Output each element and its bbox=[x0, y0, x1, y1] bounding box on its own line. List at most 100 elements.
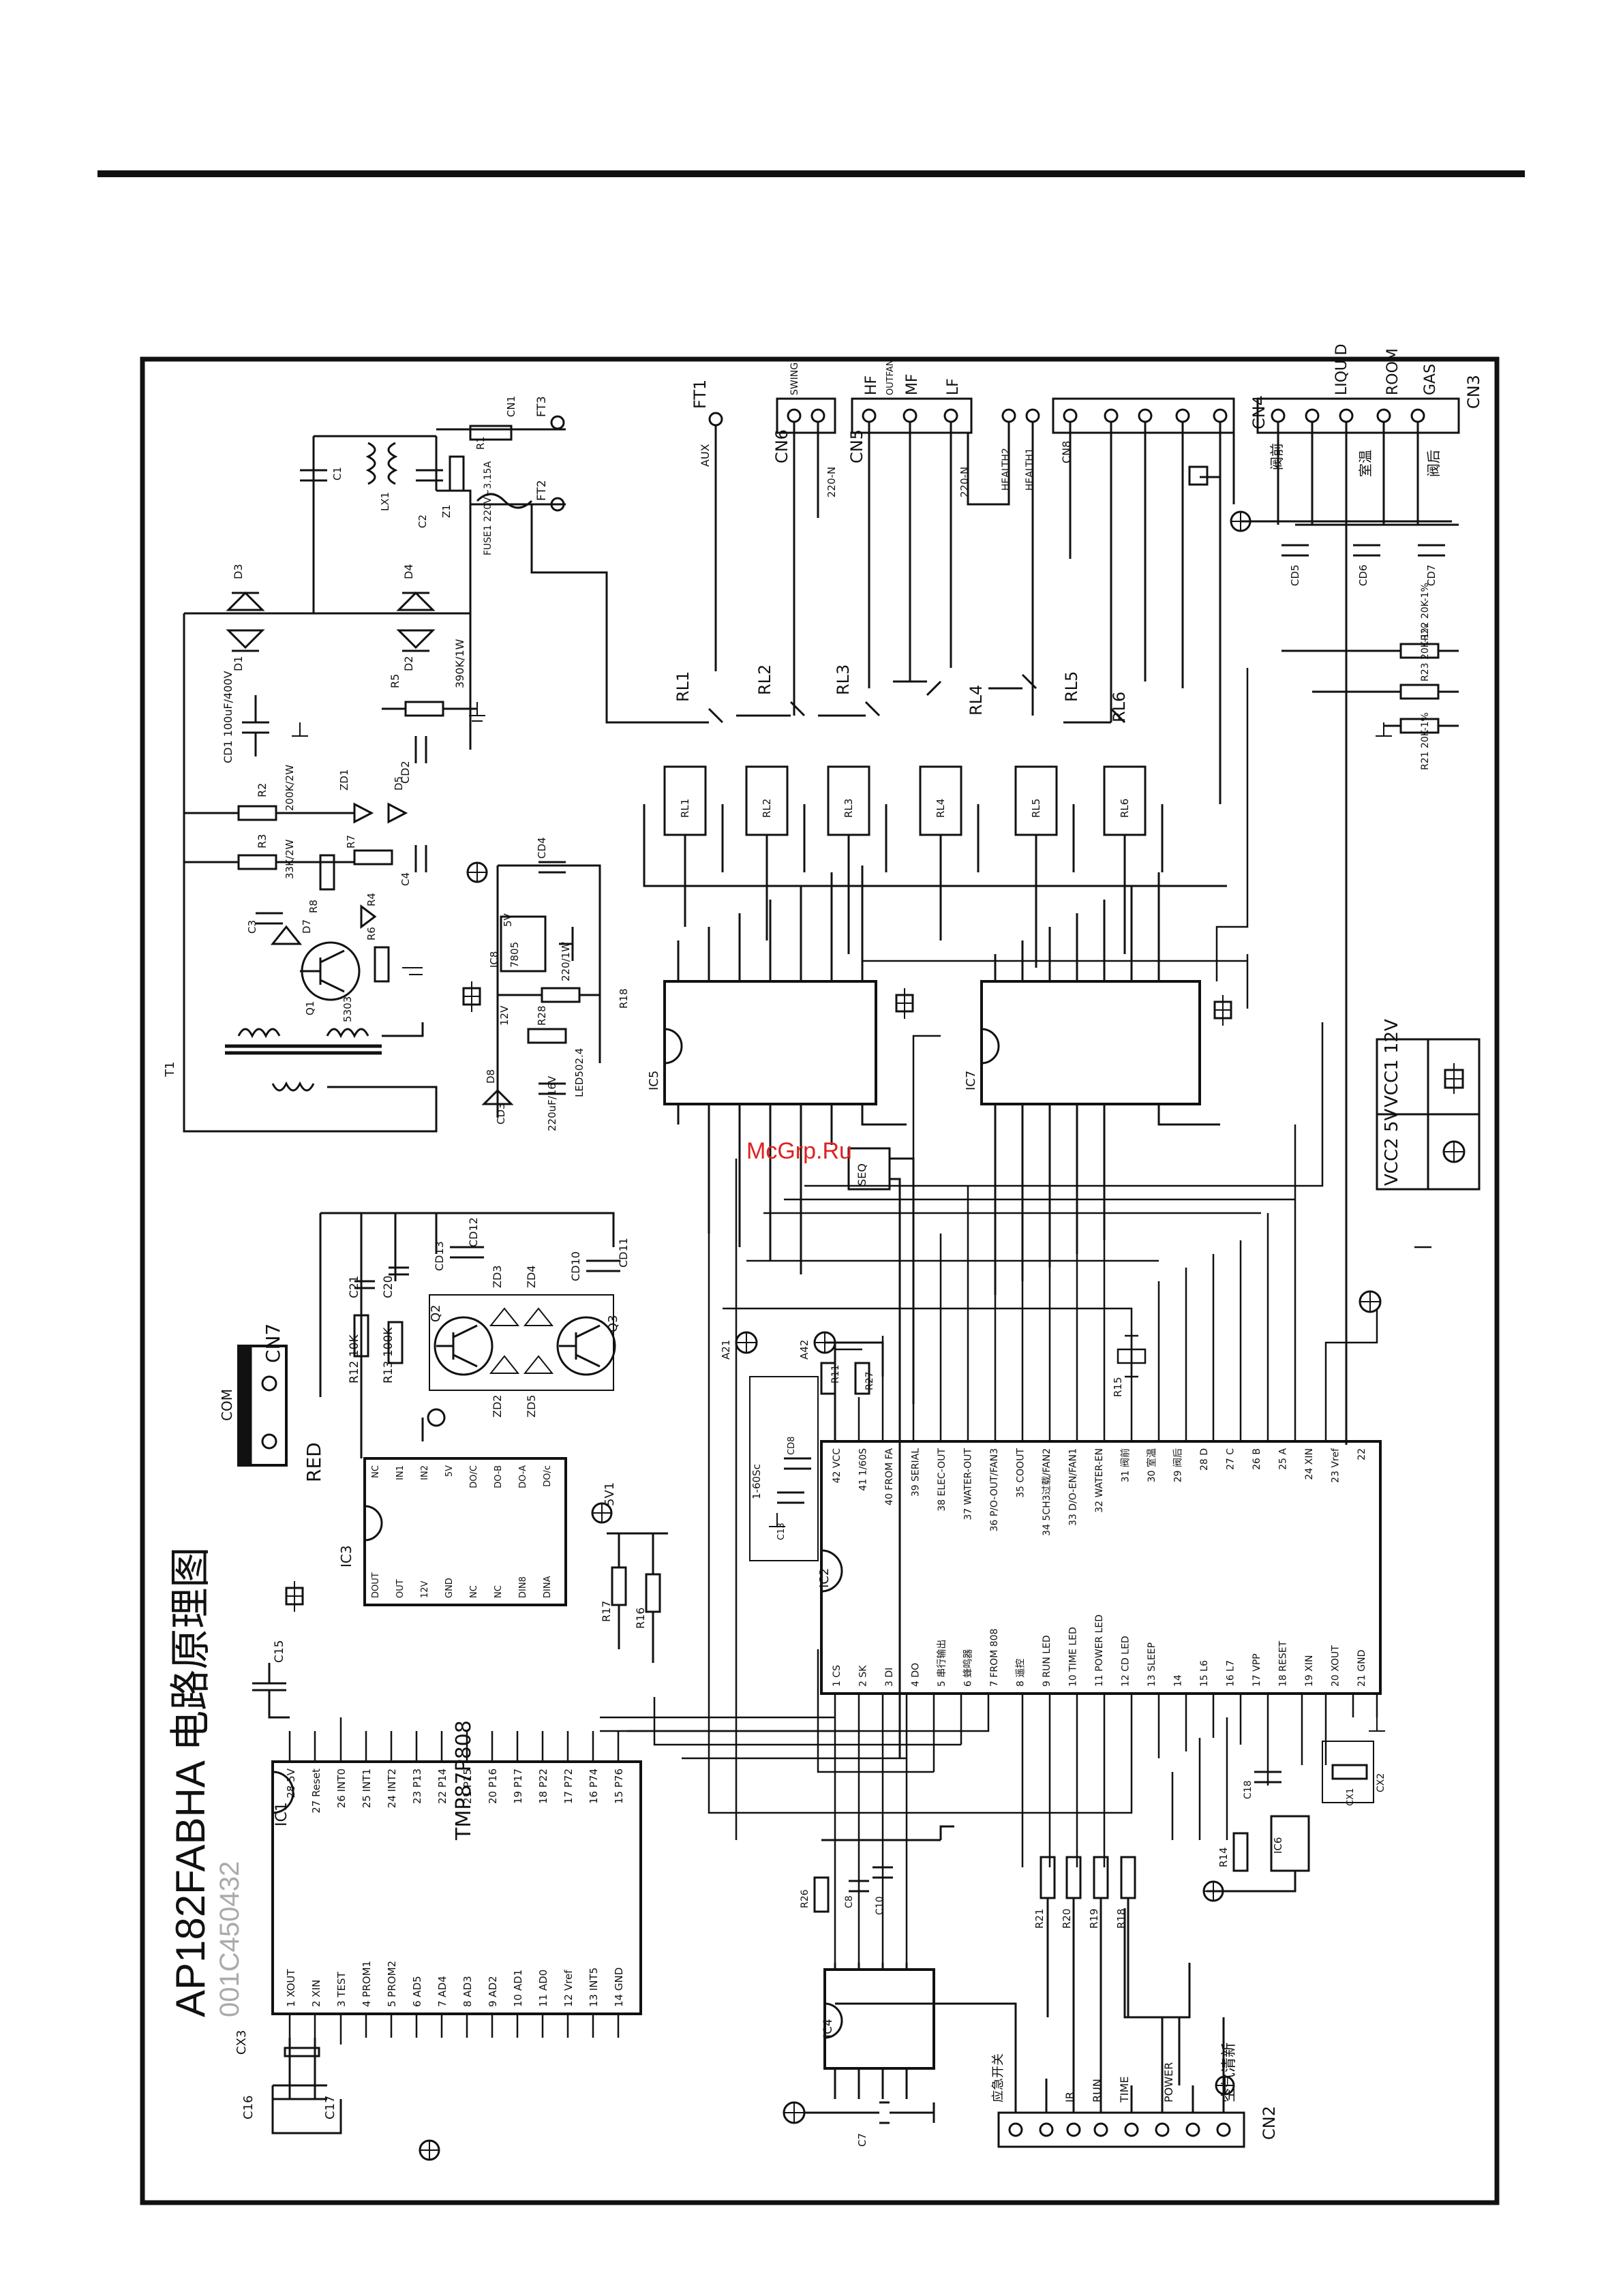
svg-text:Q2: Q2 bbox=[429, 1304, 443, 1322]
ic1-right-pin-2: 26 INT0 bbox=[335, 1769, 348, 1808]
ic2-top-pin-7: 35 COOUT bbox=[1016, 1448, 1027, 1498]
ic2-bottom-pin-16: 17 VPP bbox=[1252, 1653, 1262, 1687]
svg-text:33K/2W: 33K/2W bbox=[284, 839, 296, 879]
ic3-pin-b-5: NC bbox=[494, 1585, 504, 1598]
svg-text:ZD5: ZD5 bbox=[525, 1395, 538, 1418]
ic8-7805: 7805 bbox=[509, 942, 521, 968]
ic1-left-pin-12: 13 INT5 bbox=[588, 1968, 600, 2007]
12v-label: 12V bbox=[498, 1005, 511, 1026]
ic2-bottom-pin-8: 9 RUN LED bbox=[1042, 1635, 1052, 1687]
ic2-ref: IC2 bbox=[817, 1568, 832, 1588]
cn5-health2: HEALTH2 bbox=[1001, 448, 1012, 491]
svg-text:390K/1W: 390K/1W bbox=[453, 639, 466, 688]
ic3-pin-b-3: GND bbox=[444, 1578, 455, 1598]
ic2-top-pin-0: 42 VCC bbox=[832, 1448, 843, 1484]
ic2-bottom-pin-14: 15 L6 bbox=[1199, 1660, 1210, 1687]
cn3-room: ROOM bbox=[1384, 348, 1401, 395]
svg-text:D8: D8 bbox=[485, 1069, 497, 1084]
ic1-right-pin-5: 23 P13 bbox=[411, 1769, 423, 1804]
ic1-left-pin-2: 3 TEST bbox=[335, 1972, 348, 2007]
ic1-right-pin-6: 22 P14 bbox=[436, 1769, 449, 1804]
c15-capacitor: C15 bbox=[252, 1581, 304, 1719]
cn7-pin-red: RED bbox=[303, 1442, 325, 1482]
ft1-aux-label: AUX bbox=[699, 444, 712, 467]
rl1-label: RL1 bbox=[679, 799, 691, 818]
svg-text:ZD4: ZD4 bbox=[525, 1266, 538, 1288]
svg-text:CX2: CX2 bbox=[1376, 1773, 1386, 1792]
svg-text:R5: R5 bbox=[389, 674, 401, 688]
svg-text:C3: C3 bbox=[246, 920, 258, 934]
ic1-right-pin-13: 15 P76 bbox=[613, 1769, 625, 1804]
cn4-valve-rear: 阀后 bbox=[1425, 450, 1442, 477]
ic1-left-pin-5: 6 AD5 bbox=[411, 1976, 423, 2007]
part-number: 001C450432 bbox=[215, 1861, 245, 2017]
ic2-top-pin-9: 33 D/O-EN/FAN1 bbox=[1068, 1448, 1079, 1526]
ic2-bottom-pin-11: 12 CD LED bbox=[1121, 1636, 1132, 1687]
ic2-bottom-pin-3: 4 DO bbox=[911, 1663, 922, 1687]
ic2-bottom-pin-5: 6 蜂鸣器 bbox=[962, 1649, 974, 1687]
ic3-pin-a-7: DO/c bbox=[543, 1465, 553, 1487]
ic7-driver: IC7 bbox=[964, 872, 1232, 1295]
document-title: AP182FABHA 电路原理图 bbox=[168, 1547, 213, 2017]
ic2-top-pin-14: 28 D bbox=[1199, 1448, 1210, 1471]
ic2-top-pin-11: 31 阀前 bbox=[1120, 1448, 1132, 1482]
svg-text:CD4: CD4 bbox=[536, 837, 548, 859]
svg-text:CD11: CD11 bbox=[617, 1238, 630, 1268]
ic3-pin-a-2: IN2 bbox=[420, 1465, 430, 1480]
ic1-ref: IC1 bbox=[273, 1802, 290, 1826]
svg-text:RL5: RL5 bbox=[1062, 671, 1081, 702]
ic6-ref: IC6 bbox=[1272, 1837, 1284, 1854]
svg-text:C17: C17 bbox=[323, 2096, 337, 2119]
cn8-connector: CN8 bbox=[1052, 397, 1235, 804]
vcc2-5v: VCC2 5V bbox=[1382, 1109, 1402, 1186]
ic1-left-pin-6: 7 AD4 bbox=[436, 1976, 449, 2007]
ic1-left-pin-10: 11 AD0 bbox=[537, 1970, 549, 2007]
ic2-top-pin-5: 37 WATER-OUT bbox=[963, 1448, 974, 1520]
svg-text:C18: C18 bbox=[1243, 1780, 1254, 1799]
svg-text:5303: 5303 bbox=[342, 996, 354, 1022]
q2-q3-drivers: Q2 Q3 ZD3 ZD4 ZD2 ZD5 bbox=[429, 1266, 620, 1418]
svg-text:CD10: CD10 bbox=[569, 1251, 582, 1281]
ic2-bottom-pin-20: 21 GND bbox=[1356, 1650, 1367, 1687]
cn4-cn3-connectors: CN4 CN3 GAS ROOM LIQUID 阀前 室温 阀后 CD5 CD6… bbox=[1230, 343, 1483, 1445]
ic4-eeprom: IC4 R26 C8 C10 C7 bbox=[783, 1825, 954, 2147]
ic2-top-pin-15: 27 C bbox=[1226, 1448, 1237, 1470]
ic3-pin-a-1: IN1 bbox=[395, 1465, 406, 1480]
vcc-legend: VCC1 12V VCC2 5V bbox=[1376, 1019, 1481, 1191]
svg-text:RL1: RL1 bbox=[673, 671, 693, 702]
cn4-room-temp: 室温 bbox=[1357, 450, 1374, 477]
ic1-left-pin-4: 5 PROM2 bbox=[386, 1961, 398, 2007]
svg-text:FT3: FT3 bbox=[535, 396, 549, 417]
svg-text:R15: R15 bbox=[1112, 1377, 1124, 1397]
vcc1-12v: VCC1 12V bbox=[1382, 1019, 1402, 1107]
svg-text:C10: C10 bbox=[875, 1896, 885, 1915]
svg-text:R1: R1 bbox=[474, 436, 487, 450]
cn7-connector: CN7 COM RED bbox=[219, 1323, 325, 1482]
cd1-label: CD1 100uF/400V bbox=[222, 671, 234, 763]
svg-text:LED502.4: LED502.4 bbox=[573, 1048, 586, 1097]
ic2-bottom-pin-0: 1 CS bbox=[832, 1665, 843, 1687]
ic3-pin-a-4: DO/C bbox=[469, 1465, 479, 1488]
ic3-pin-b-1: OUT bbox=[395, 1579, 406, 1598]
ic1-right-pin-8: 20 P16 bbox=[487, 1769, 499, 1804]
svg-text:R14: R14 bbox=[1217, 1847, 1230, 1867]
ic2-bottom-pin-10: 11 POWER LED bbox=[1094, 1614, 1105, 1687]
cn3-gas: GAS bbox=[1422, 364, 1439, 395]
r23-label: R23 20K-1% bbox=[1420, 624, 1431, 682]
ic1-left-pin-13: 14 GND bbox=[613, 1968, 625, 2007]
cn7-label: CN7 bbox=[262, 1323, 284, 1363]
cn2-emergency-switch: 应急开关 bbox=[991, 2053, 1005, 2102]
driver-bus bbox=[862, 954, 1249, 1009]
svg-text:RL4: RL4 bbox=[967, 685, 986, 716]
reset-crystal-area: IC6 R14 C18 CX2 CX1 bbox=[1202, 1717, 1386, 1902]
ic1-right-pin-12: 16 P74 bbox=[588, 1769, 600, 1804]
svg-text:R18: R18 bbox=[618, 988, 630, 1009]
ic2-top-pin-19: 23 Vref bbox=[1331, 1448, 1341, 1483]
ic2-bottom-pin-2: 3 DI bbox=[884, 1668, 895, 1687]
ft1-ref: FT1 bbox=[691, 380, 710, 409]
svg-text:D3: D3 bbox=[232, 564, 245, 580]
cn5-ref: CN5 bbox=[847, 429, 866, 463]
mains-input: C1 LX1 C2 Z1 R1 FUSE1 220V~3.15A FT3 FT2… bbox=[300, 396, 654, 724]
